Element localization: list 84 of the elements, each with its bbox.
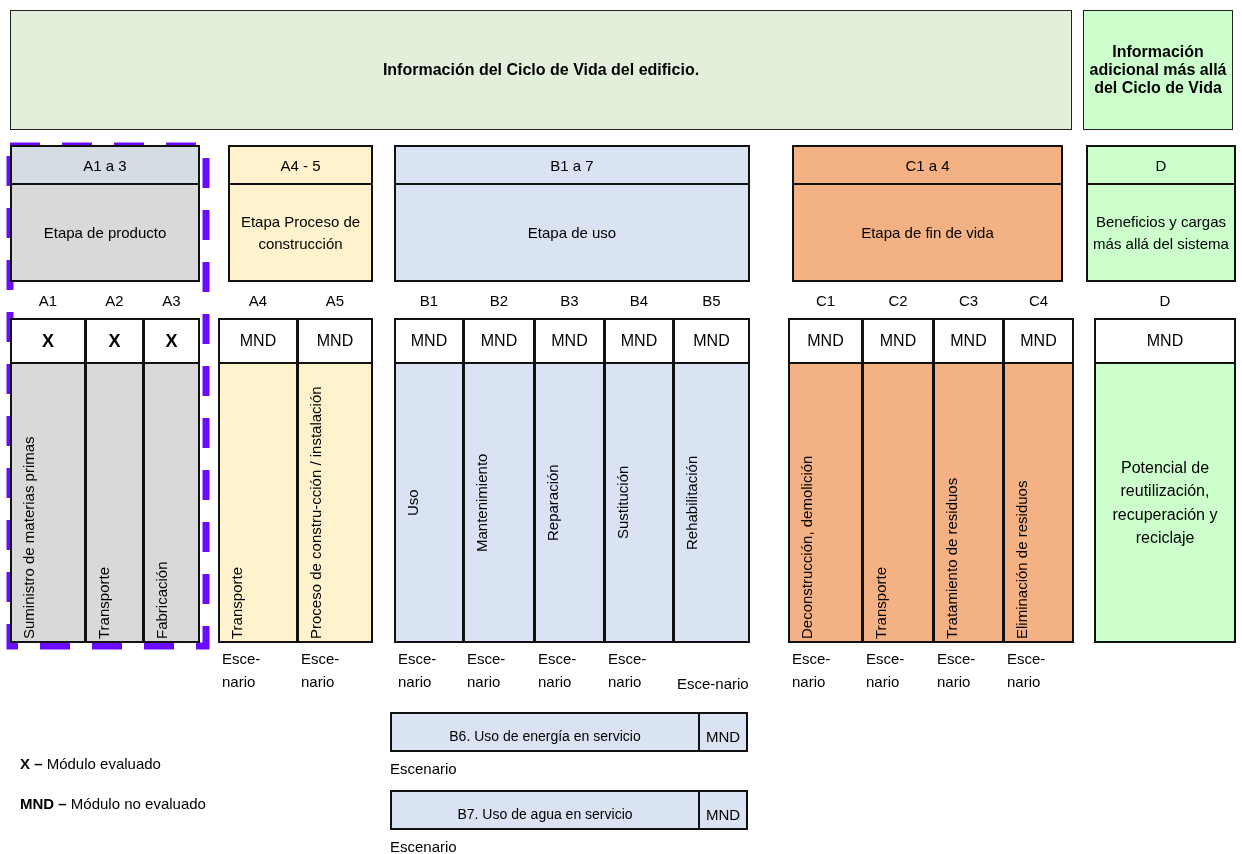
module-code: A5 xyxy=(324,292,346,309)
stage-code-cell: C1 a 4 xyxy=(794,147,1061,185)
scenario-note: Escenario xyxy=(390,838,457,854)
scenario-note: Esce- nario xyxy=(608,649,648,693)
scenario-note: Esce- nario xyxy=(937,649,977,693)
module-column xyxy=(1003,318,1074,643)
stage-code-cell: D xyxy=(1088,147,1234,185)
stage-code-cell: B1 a 7 xyxy=(396,147,748,185)
module-status-cell: MND xyxy=(698,792,746,828)
module-name-cell: Sustitución xyxy=(606,364,672,641)
highlight-frame xyxy=(6,142,210,650)
module-code: B1 xyxy=(418,292,440,309)
stage-name-cell: Beneficios y cargas más allá del sistema xyxy=(1088,185,1234,280)
stage-box xyxy=(1086,145,1236,282)
module-name-cell-text: B6. Uso de energía en servicio xyxy=(448,727,642,746)
module-code: A3 xyxy=(161,292,182,309)
module-name-cell: Tratamiento de residuos xyxy=(935,364,1002,641)
module-name-cell: Eliminación de residuos xyxy=(1005,364,1072,641)
module-column xyxy=(788,318,863,643)
module-code: C3 xyxy=(957,292,980,309)
module-code: C4 xyxy=(1027,292,1050,309)
module-name-cell: Suministro de materias primas xyxy=(12,364,84,641)
legend-note: MND – Módulo no evaluado xyxy=(20,795,206,812)
module-code: A1 xyxy=(37,292,59,309)
module-name-cell: Transporte xyxy=(864,364,932,641)
module-name-cell: Rehabilitación xyxy=(675,364,748,641)
module-name-cell: Fabricación xyxy=(145,364,198,641)
banner-box: Información del Ciclo de Vida del edificio. xyxy=(10,10,1072,130)
stage-box xyxy=(228,145,373,282)
module-code: B4 xyxy=(628,292,650,309)
scenario-note: Esce- nario xyxy=(538,649,578,693)
banner-box: Información adicional más allá del Ciclo de Vida xyxy=(1083,10,1233,130)
module-name-cell: Deconstrucción, demolición xyxy=(790,364,861,641)
module-name-cell-text: B7. Uso de agua en servicio xyxy=(456,805,634,824)
module-code: D xyxy=(1158,292,1172,309)
scenario-note: Esce- nario xyxy=(398,649,438,693)
module-column xyxy=(1094,318,1236,643)
module-status-cell: MND xyxy=(698,714,746,750)
module-code: B2 xyxy=(488,292,510,309)
module-column xyxy=(463,318,535,643)
module-row xyxy=(390,712,748,752)
module-code: C1 xyxy=(814,292,837,309)
stage-code-cell: A4 - 5 xyxy=(230,147,371,185)
stage-box xyxy=(792,145,1063,282)
module-column xyxy=(218,318,298,643)
module-name-cell: Proceso de constru-cción / instalación xyxy=(299,364,371,641)
module-column xyxy=(143,318,200,643)
stage-box xyxy=(394,145,750,282)
module-column xyxy=(933,318,1004,643)
module-column xyxy=(394,318,464,643)
module-code: C2 xyxy=(887,292,909,309)
scenario-note: Escenario xyxy=(390,760,457,777)
stage-name-cell: Etapa de fin de vida xyxy=(794,185,1061,280)
module-code: A2 xyxy=(104,292,125,309)
scenario-note: Esce- nario xyxy=(222,649,262,693)
scenario-note: Esce-nario xyxy=(677,674,750,694)
module-column xyxy=(673,318,750,643)
module-name-cell: Transporte xyxy=(87,364,142,641)
module-name-cell: Uso xyxy=(396,364,462,641)
module-code: A4 xyxy=(247,292,269,309)
module-column xyxy=(534,318,605,643)
module-row xyxy=(390,790,748,830)
legend-note: X – Módulo evaluado xyxy=(20,755,161,772)
module-column xyxy=(10,318,86,643)
module-name-cell: Reparación xyxy=(536,364,603,641)
module-name-cell: Mantenimiento xyxy=(465,364,533,641)
module-code: B3 xyxy=(559,292,580,309)
stage-box xyxy=(10,145,200,282)
scenario-note: Esce- nario xyxy=(467,649,507,693)
module-name-cell: Transporte xyxy=(220,364,296,641)
stage-name-cell: Etapa de producto xyxy=(12,185,198,280)
module-column xyxy=(85,318,144,643)
module-column xyxy=(297,318,373,643)
scenario-note: Esce- nario xyxy=(866,649,906,693)
module-code: B5 xyxy=(701,292,722,309)
scenario-note: Esce- nario xyxy=(1007,649,1047,693)
module-name-cell: Potencial de reutilización, recuperación y reciclaje xyxy=(1096,364,1234,641)
module-column xyxy=(862,318,934,643)
stage-name-cell: Etapa de uso xyxy=(396,185,748,280)
module-column xyxy=(604,318,674,643)
stage-code-cell: A1 a 3 xyxy=(12,147,198,185)
scenario-note: Esce- nario xyxy=(792,649,832,693)
stage-name-cell: Etapa Proceso de construcción xyxy=(230,185,371,280)
scenario-note: Esce- nario xyxy=(301,649,341,693)
